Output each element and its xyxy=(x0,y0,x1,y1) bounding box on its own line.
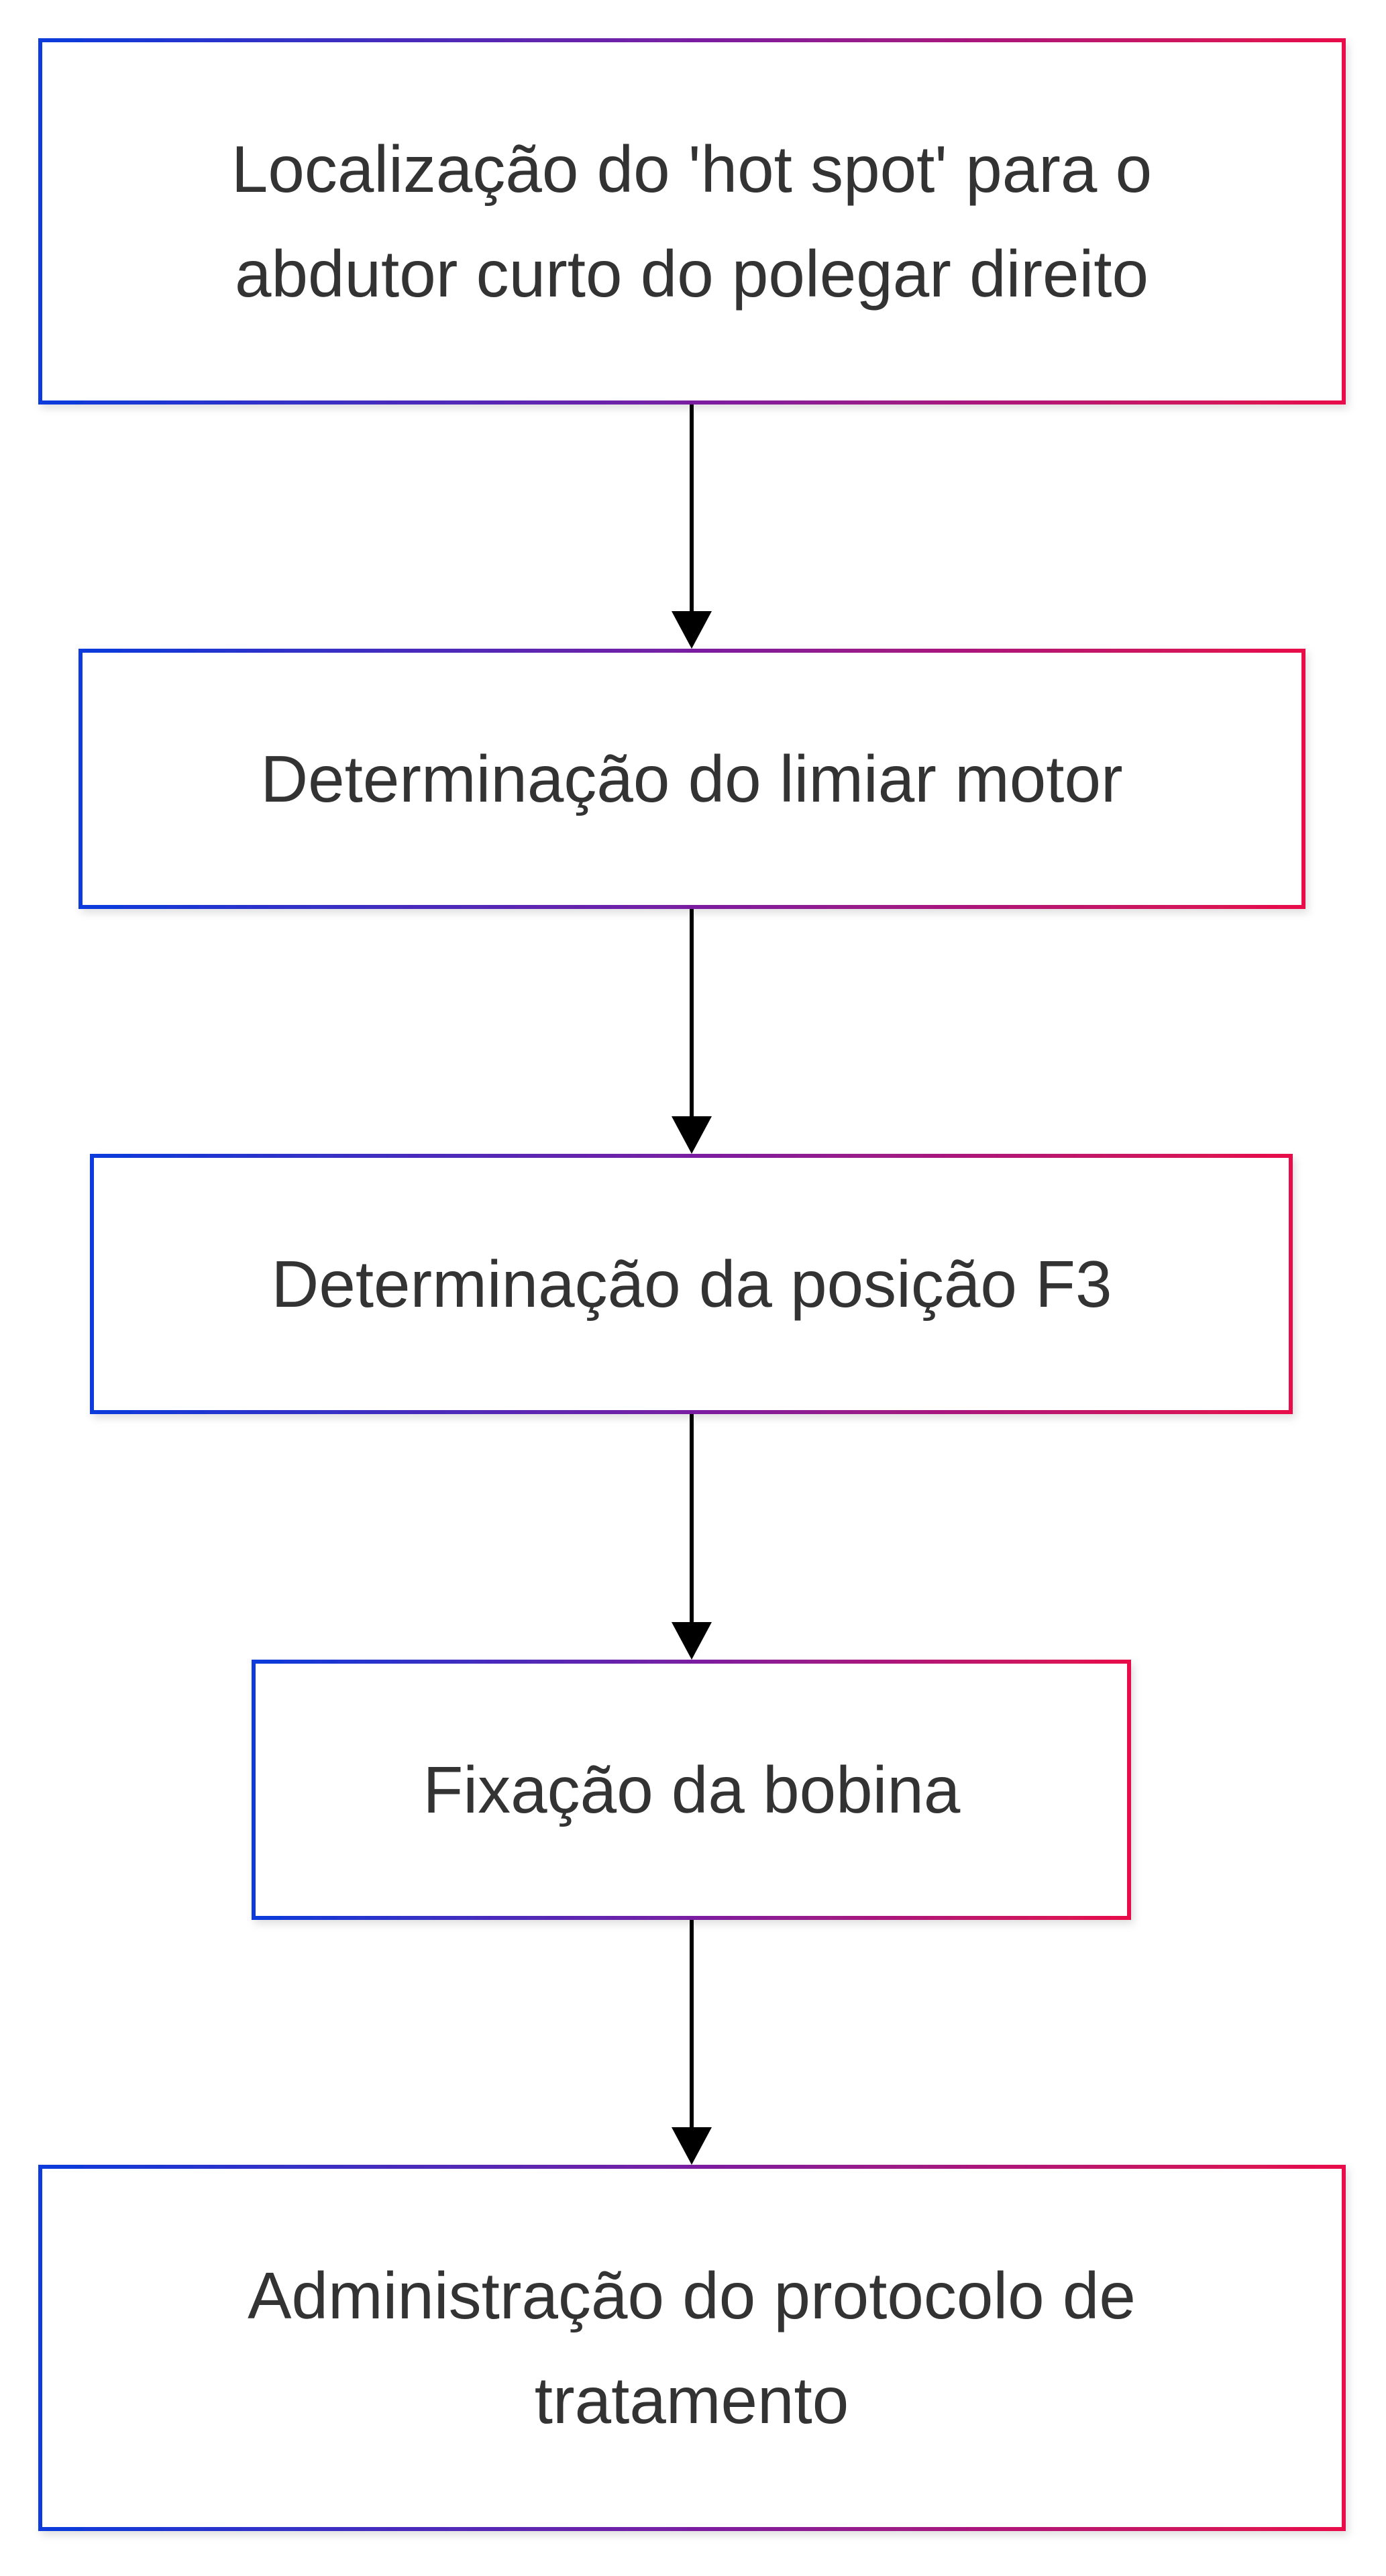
flow-node-box xyxy=(252,1660,1131,1920)
flow-node-label: Fixação da bobina xyxy=(423,1753,961,1827)
flow-node-3: Determinação da posição F3 xyxy=(90,1154,1293,1414)
flow-node-label: Determinação do limiar motor xyxy=(260,742,1122,816)
flow-node-1: Localização do 'hot spot' para o abdutor … xyxy=(38,38,1346,405)
flow-arrow-3 xyxy=(672,1414,712,1660)
flow-node-5: Administração do protocolo de tratamento xyxy=(38,2165,1346,2531)
flow-node-label: abdutor curto do polegar direito xyxy=(235,237,1149,311)
flow-node-box xyxy=(38,38,1346,405)
flow-node-label: Determinação da posição F3 xyxy=(272,1247,1112,1321)
flow-node-box xyxy=(90,1154,1293,1414)
flow-node-label: tratamento xyxy=(535,2363,849,2437)
arrow-head-icon xyxy=(672,1116,712,1154)
arrow-head-icon xyxy=(672,2127,712,2165)
flow-arrow-4 xyxy=(672,1920,712,2165)
arrow-head-icon xyxy=(672,1622,712,1660)
flow-arrow-1 xyxy=(672,405,712,649)
flow-node-label: Administração do protocolo de xyxy=(248,2259,1136,2332)
flow-node-box xyxy=(78,649,1305,909)
flow-node-2: Determinação do limiar motor xyxy=(78,649,1305,909)
flow-node-label: Localização do 'hot spot' para o xyxy=(231,132,1152,206)
flow-node-4: Fixação da bobina xyxy=(252,1660,1131,1920)
flow-arrow-2 xyxy=(672,909,712,1154)
flow-node-box xyxy=(38,2165,1346,2531)
arrow-head-icon xyxy=(672,611,712,649)
